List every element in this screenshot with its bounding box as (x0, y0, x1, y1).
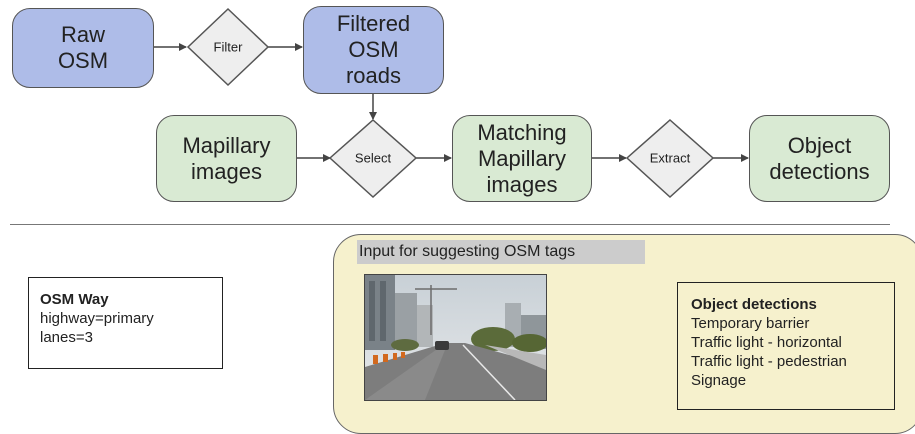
detections-title: Object detections (691, 296, 817, 313)
osm-way-tag-lanes: lanes=3 (40, 329, 93, 346)
filter-diamond (186, 7, 270, 87)
filter-label: Filter (213, 39, 243, 55)
detection-item: Temporary barrier (691, 315, 810, 332)
raw-osm-label: Raw OSM (57, 22, 109, 73)
mapillary-images-label: Mapillary images (182, 132, 271, 184)
filtered-osm-roads-label: Filtered OSM roads (336, 11, 411, 88)
osm-way-box: OSM Way highway=primary lanes=3 (28, 277, 223, 369)
select-label: Select (354, 150, 392, 166)
street-photo (364, 274, 547, 401)
detection-item: Traffic light - horizontal (691, 334, 842, 351)
object-detections-node: Object detections (749, 115, 890, 202)
osm-way-title: OSM Way (40, 291, 109, 308)
select-diamond (328, 118, 418, 199)
extract-diamond (625, 118, 715, 199)
filtered-osm-roads-node: Filtered OSM roads (303, 6, 444, 94)
raw-osm-node: Raw OSM (12, 8, 154, 88)
osm-way-tag-highway: highway=primary (40, 310, 154, 327)
mapillary-images-node: Mapillary images (156, 115, 297, 202)
detection-item: Traffic light - pedestrian (691, 353, 847, 370)
matching-mapillary-images-node: Matching Mapillary images (452, 115, 592, 202)
flow-connectors (153, 7, 749, 199)
section-divider (10, 224, 890, 225)
object-detections-label: Object detections (769, 132, 870, 184)
matching-mapillary-images-label: Matching Mapillary images (477, 119, 567, 197)
detection-item: Signage (691, 372, 747, 389)
object-detections-box: Object detections Temporary barrier Traf… (677, 282, 895, 410)
input-panel-title: Input for suggesting OSM tags (357, 240, 645, 264)
extract-label: Extract (649, 150, 691, 166)
